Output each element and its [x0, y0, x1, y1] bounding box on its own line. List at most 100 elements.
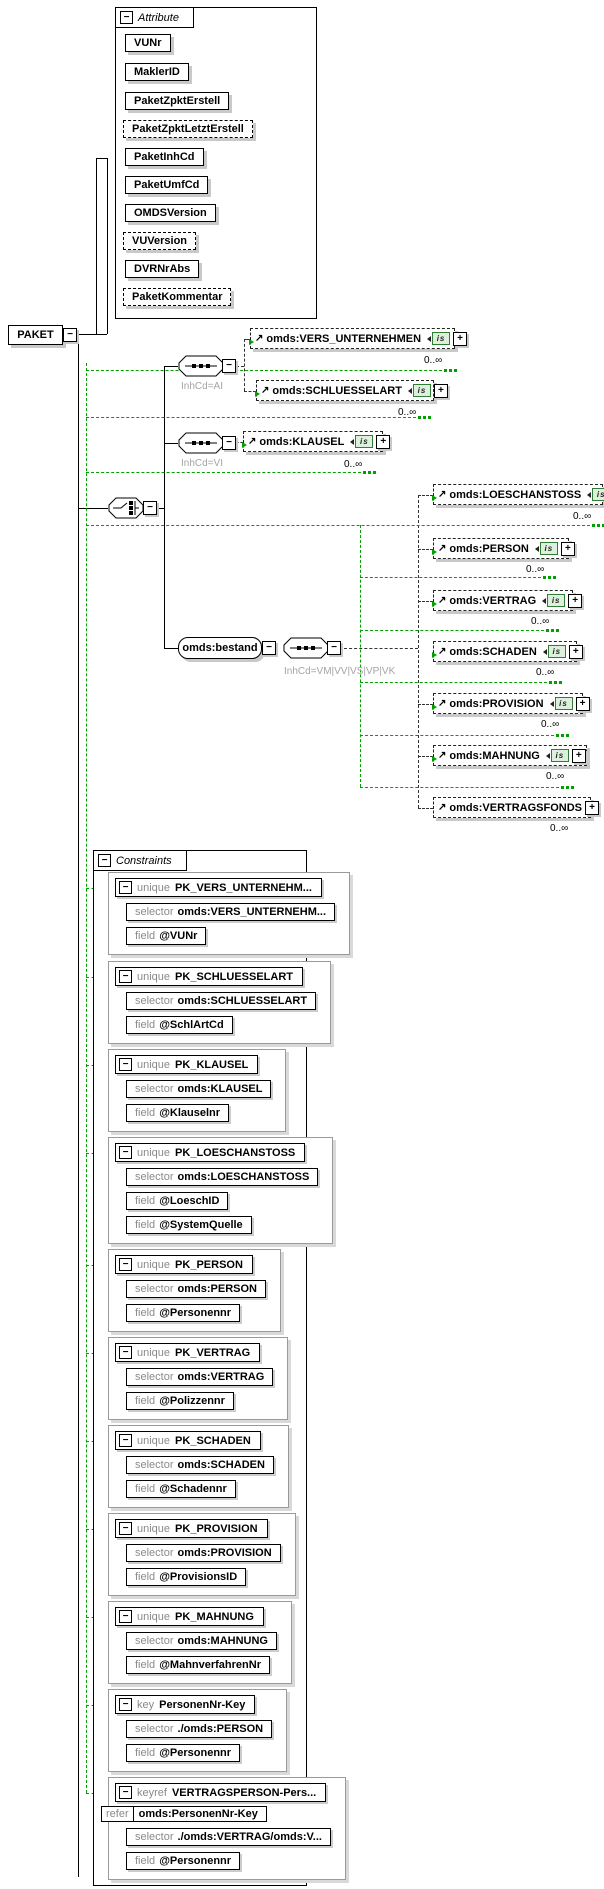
constraint-header[interactable]: unique PK_SCHLUESSELART — [115, 967, 304, 986]
collapse-minus-icon[interactable] — [119, 1434, 132, 1447]
ref-line — [244, 391, 256, 392]
collapse-minus-icon[interactable] — [327, 641, 341, 655]
constraint-field[interactable]: field@Schadennr — [126, 1480, 236, 1498]
is-badge-icon — [405, 384, 431, 397]
constraint-field[interactable]: field@Personennr — [126, 1304, 241, 1322]
reference-arrow-icon: ↗ — [255, 332, 264, 344]
collapse-minus-icon[interactable] — [119, 1698, 132, 1711]
attr-paketzpktletzterstell[interactable]: PaketZpktLetztErstell — [123, 120, 253, 138]
connector-line — [78, 508, 108, 509]
collapse-minus-icon[interactable] — [98, 854, 111, 867]
element-omds-provision[interactable]: ↗ omds:PROVISION — [432, 693, 590, 714]
attr-paketkommentar[interactable]: PaketKommentar — [123, 288, 232, 306]
collapse-minus-icon[interactable] — [120, 11, 133, 24]
collapse-minus-icon[interactable] — [119, 1258, 132, 1271]
collapse-minus-icon[interactable] — [63, 328, 77, 342]
constraint-field[interactable]: field@VUNr — [126, 927, 207, 945]
attr-omdsversion[interactable]: OMDSVersion — [125, 204, 216, 222]
element-omds-schluesselart[interactable]: ↗ omds:SCHLUESSELART — [255, 380, 448, 401]
constraints-panel-tab[interactable]: Constraints — [94, 851, 187, 871]
expand-plus-icon[interactable] — [433, 383, 448, 398]
constraint-header[interactable]: unique PK_MAHNUNG — [115, 1607, 264, 1626]
collapse-minus-icon[interactable] — [222, 436, 236, 450]
constraint-selector[interactable]: selector./omds:VERTRAG/omds:V... — [126, 1828, 331, 1846]
expand-plus-icon[interactable] — [376, 434, 391, 449]
root-element-paket[interactable]: PAKET — [8, 325, 77, 345]
paket-box[interactable]: PAKET — [8, 325, 63, 345]
element-omds-loeschanstoss[interactable]: ↗ omds:LOESCHANSTOSS — [432, 484, 604, 505]
collapse-minus-icon[interactable] — [119, 881, 132, 894]
expand-plus-icon[interactable] — [560, 541, 575, 556]
constraint-header[interactable]: unique PK_SCHADEN — [115, 1431, 261, 1450]
element-omds-vertrag[interactable]: ↗ omds:VERTRAG — [432, 590, 583, 611]
expand-plus-icon[interactable] — [453, 331, 468, 346]
constraint-header[interactable]: key PersonenNr-Key — [115, 1695, 256, 1714]
constraint-field[interactable]: field@MahnverfahrenNr — [126, 1656, 270, 1674]
element-omds-vertragsfonds[interactable]: ↗ omds:VERTRAGSFONDS — [433, 797, 600, 818]
element-omds-person[interactable]: ↗ omds:PERSON — [432, 538, 575, 559]
constraint-refer[interactable]: refer omds:PersonenNr-Key — [101, 1806, 267, 1822]
constraint-link-dots — [444, 369, 447, 372]
collapse-minus-icon[interactable] — [119, 970, 132, 983]
constraint-header[interactable]: unique PK_VERTRAG — [115, 1343, 261, 1362]
constraint-link-dots — [546, 629, 549, 632]
attr-paketumfcd[interactable]: PaketUmfCd — [125, 176, 209, 194]
collapse-minus-icon[interactable] — [262, 641, 276, 655]
collapse-minus-icon[interactable] — [222, 359, 236, 373]
element-omds-klausel[interactable]: ↗ omds:KLAUSEL — [242, 431, 391, 452]
collapse-minus-icon[interactable] — [119, 1786, 132, 1799]
attr-paketinhcd[interactable]: PaketInhCd — [125, 148, 204, 166]
constraint-header[interactable]: unique PK_KLAUSEL — [115, 1055, 259, 1074]
attr-vunr[interactable]: VUNr — [125, 34, 171, 52]
constraint-field[interactable]: field@SchlArtCd — [126, 1016, 233, 1034]
constraint-field[interactable]: field@Polizzennr — [126, 1392, 234, 1410]
constraint-field[interactable]: field@Klauselnr — [126, 1104, 230, 1122]
expand-plus-icon[interactable] — [568, 644, 583, 659]
constraint-link-line — [360, 682, 547, 683]
collapse-minus-icon[interactable] — [143, 501, 157, 515]
ref-line — [244, 339, 250, 340]
attr-paketzpkterstell[interactable]: PaketZpktErstell — [125, 92, 230, 110]
constraint-header[interactable]: unique PK_PERSON — [115, 1255, 253, 1274]
constraint-field[interactable]: field@SystemQuelle — [126, 1216, 252, 1234]
expand-plus-icon[interactable] — [568, 593, 583, 608]
constraint-header[interactable]: unique PK_PROVISION — [115, 1519, 268, 1538]
collapse-minus-icon[interactable] — [119, 1522, 132, 1535]
attr-vuversion[interactable]: VUVersion — [123, 232, 197, 250]
is-badge-icon — [543, 749, 569, 762]
collapse-minus-icon[interactable] — [119, 1146, 132, 1159]
constraint-field[interactable]: field@ProvisionsID — [126, 1568, 247, 1586]
expand-plus-icon[interactable] — [575, 696, 590, 711]
collapse-minus-icon[interactable] — [119, 1610, 132, 1623]
constraint-header[interactable]: keyref VERTRAGSPERSON-Pers... — [115, 1783, 327, 1802]
constraint-selector[interactable]: selector./omds:PERSON — [126, 1720, 273, 1738]
attribute-panel-tab[interactable]: Attribute — [116, 8, 194, 28]
constraint-field[interactable]: field@Personennr — [126, 1744, 241, 1762]
expand-plus-icon[interactable] — [585, 800, 600, 815]
bestand-element[interactable]: omds:bestand — [178, 637, 262, 659]
attr-maklerid[interactable]: MaklerID — [125, 63, 189, 81]
branch-condition-label: InhCd=AI — [181, 381, 223, 392]
constraint-header[interactable]: unique PK_VERS_UNTERNEHM... — [115, 878, 322, 897]
expand-plus-icon[interactable] — [571, 748, 586, 763]
collapse-minus-icon[interactable] — [119, 1058, 132, 1071]
attr-dvrnrabs[interactable]: DVRNrAbs — [125, 260, 200, 278]
constraint-header[interactable]: unique PK_LOESCHANSTOSS — [115, 1143, 306, 1162]
constraint-field[interactable]: field@Personennr — [126, 1852, 241, 1870]
element-omds-mahnung[interactable]: ↗ omds:MAHNUNG — [432, 745, 587, 766]
element-omds-schaden[interactable]: ↗ omds:SCHADEN — [432, 641, 583, 662]
element-omds-vers-unternehmen[interactable]: ↗ omds:VERS_UNTERNEHMEN — [249, 328, 468, 349]
constraint-field[interactable]: field@LoeschID — [126, 1192, 229, 1210]
constraint-pk-schluesselart: unique PK_SCHLUESSELART selectoromds:SCH… — [108, 961, 332, 1044]
collapse-minus-icon[interactable] — [119, 1346, 132, 1359]
